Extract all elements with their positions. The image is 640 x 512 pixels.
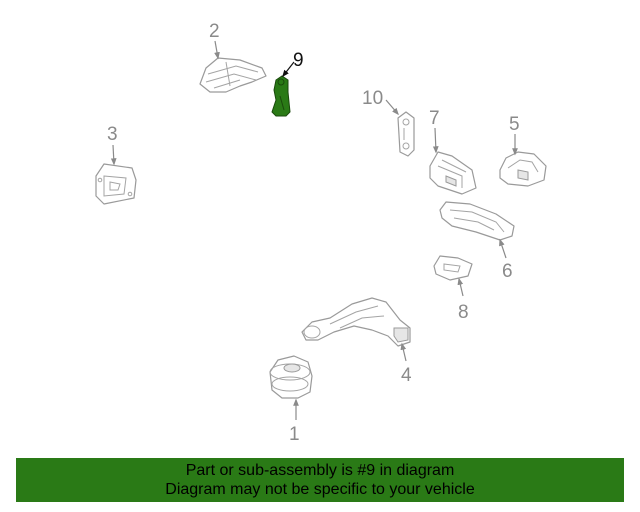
info-banner: Part or sub-assembly is #9 in diagram Di…	[16, 458, 624, 502]
callout-10[interactable]: 10	[362, 88, 383, 109]
leader-6	[499, 238, 507, 259]
part-8-plate[interactable]	[433, 255, 473, 281]
leader-4	[400, 342, 407, 362]
callout-8[interactable]: 8	[458, 302, 469, 323]
callout-1[interactable]: 1	[289, 424, 300, 445]
part-9-bracket[interactable]	[271, 75, 291, 117]
part-5-mount[interactable]	[499, 151, 547, 187]
part-7-mount[interactable]	[429, 151, 477, 195]
part-1-bushing[interactable]	[269, 355, 313, 399]
part-6-crossmember[interactable]	[439, 201, 515, 241]
leader-8	[457, 277, 464, 297]
part-3-mount[interactable]	[95, 163, 137, 205]
leader-9	[282, 61, 295, 78]
callout-9[interactable]: 9	[293, 50, 304, 71]
callout-6[interactable]: 6	[502, 261, 513, 282]
part-10-link[interactable]	[397, 111, 415, 157]
callout-5[interactable]: 5	[509, 114, 520, 135]
leader-3	[110, 144, 117, 166]
leader-10	[385, 99, 399, 116]
banner-line-2: Diagram may not be specific to your vehi…	[165, 481, 475, 498]
part-2-shield[interactable]	[199, 57, 267, 93]
callout-3[interactable]: 3	[107, 124, 118, 145]
part-4-control-arm[interactable]	[301, 297, 411, 347]
banner-line-1: Part or sub-assembly is #9 in diagram	[185, 462, 455, 479]
callout-2[interactable]: 2	[209, 21, 220, 42]
leader-7	[432, 127, 439, 154]
callout-4[interactable]: 4	[401, 365, 412, 386]
callout-7[interactable]: 7	[429, 108, 440, 129]
leader-2	[214, 40, 220, 60]
